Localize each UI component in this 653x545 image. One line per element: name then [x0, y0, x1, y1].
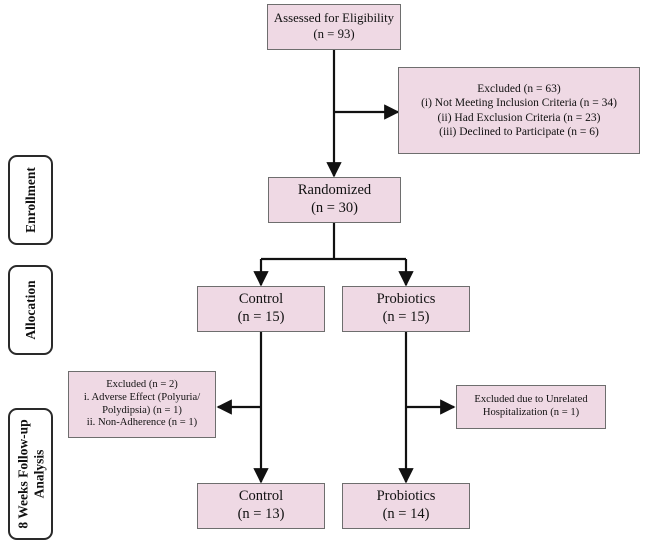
box-control-allocated: Control (n = 15) [197, 286, 325, 332]
control-analysis-label: Control [238, 488, 284, 505]
box-probiotics-analysis: Probiotics (n = 14) [342, 483, 470, 529]
box-randomized: Randomized (n = 30) [268, 177, 401, 223]
stage-allocation: Allocation [8, 265, 53, 355]
box-excluded-control: Excluded (n = 2) i. Adverse Effect (Poly… [68, 371, 216, 438]
box-control-analysis: Control (n = 13) [197, 483, 325, 529]
assessed-label: Assessed for Eligibility [273, 11, 395, 26]
control-allocated-label: Control [238, 291, 284, 308]
box-probiotics-allocated: Probiotics (n = 15) [342, 286, 470, 332]
box-assessed-for-eligibility: Assessed for Eligibility (n = 93) [267, 4, 401, 50]
randomized-label: Randomized [297, 182, 372, 199]
stage-followup-analysis: 8 Weeks Follow-up Analysis [8, 408, 53, 540]
box-excluded-probiotics: Excluded due to Unrelated Hospitalizatio… [456, 385, 606, 429]
assessed-count: (n = 93) [313, 27, 355, 41]
stage-allocation-label: Allocation [22, 280, 38, 340]
stage-enrollment-label: Enrollment [22, 167, 38, 233]
excluded-enrollment-title: Excluded (n = 63) [477, 83, 561, 96]
stage-followup-label: 8 Weeks Follow-up [14, 419, 30, 529]
probiotics-allocated-count: (n = 15) [382, 309, 430, 325]
excluded-control-reason: ii. Non-Adherence (n = 1) [86, 417, 198, 429]
randomized-count: (n = 30) [311, 200, 358, 216]
excluded-probiotics-line: Hospitalization (n = 1) [482, 407, 580, 418]
probiotics-allocated-label: Probiotics [376, 291, 436, 308]
excluded-reason-item: (ii) Had Exclusion Criteria (n = 23) [437, 111, 601, 124]
box-excluded-enrollment: Excluded (n = 63) (i) Not Meeting Inclus… [398, 67, 640, 154]
stage-enrollment: Enrollment [8, 155, 53, 245]
excluded-control-title: Excluded (n = 2) [106, 378, 178, 390]
control-allocated-count: (n = 15) [237, 309, 285, 325]
control-analysis-count: (n = 13) [237, 506, 285, 522]
probiotics-analysis-label: Probiotics [376, 488, 436, 505]
probiotics-analysis-count: (n = 14) [382, 506, 430, 522]
excluded-probiotics-line: Excluded due to Unrelated [474, 394, 588, 406]
stage-analysis-label: Analysis [30, 449, 46, 499]
excluded-reason-item: (i) Not Meeting Inclusion Criteria (n = … [421, 97, 617, 110]
excluded-control-reason: i. Adverse Effect (Polyuria/ [83, 391, 201, 403]
excluded-reason-item: (iii) Declined to Participate (n = 6) [439, 125, 599, 138]
excluded-control-reason: Polydipsia) (n = 1) [102, 404, 182, 416]
